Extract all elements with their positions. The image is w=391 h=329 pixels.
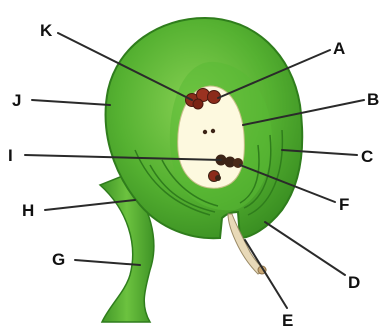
label-G: G (52, 250, 65, 269)
label-H: H (22, 201, 34, 220)
label-D: D (348, 273, 360, 292)
label-I: I (8, 146, 13, 165)
label-K: K (40, 21, 53, 40)
label-J: J (12, 91, 21, 110)
leader-J (32, 100, 110, 105)
label-B: B (367, 90, 379, 109)
leader-D (265, 222, 345, 275)
leader-G (75, 260, 140, 265)
label-E: E (282, 311, 293, 329)
label-C: C (361, 147, 373, 166)
label-F: F (339, 195, 349, 214)
label-A: A (333, 39, 345, 58)
leader-E (245, 240, 287, 308)
